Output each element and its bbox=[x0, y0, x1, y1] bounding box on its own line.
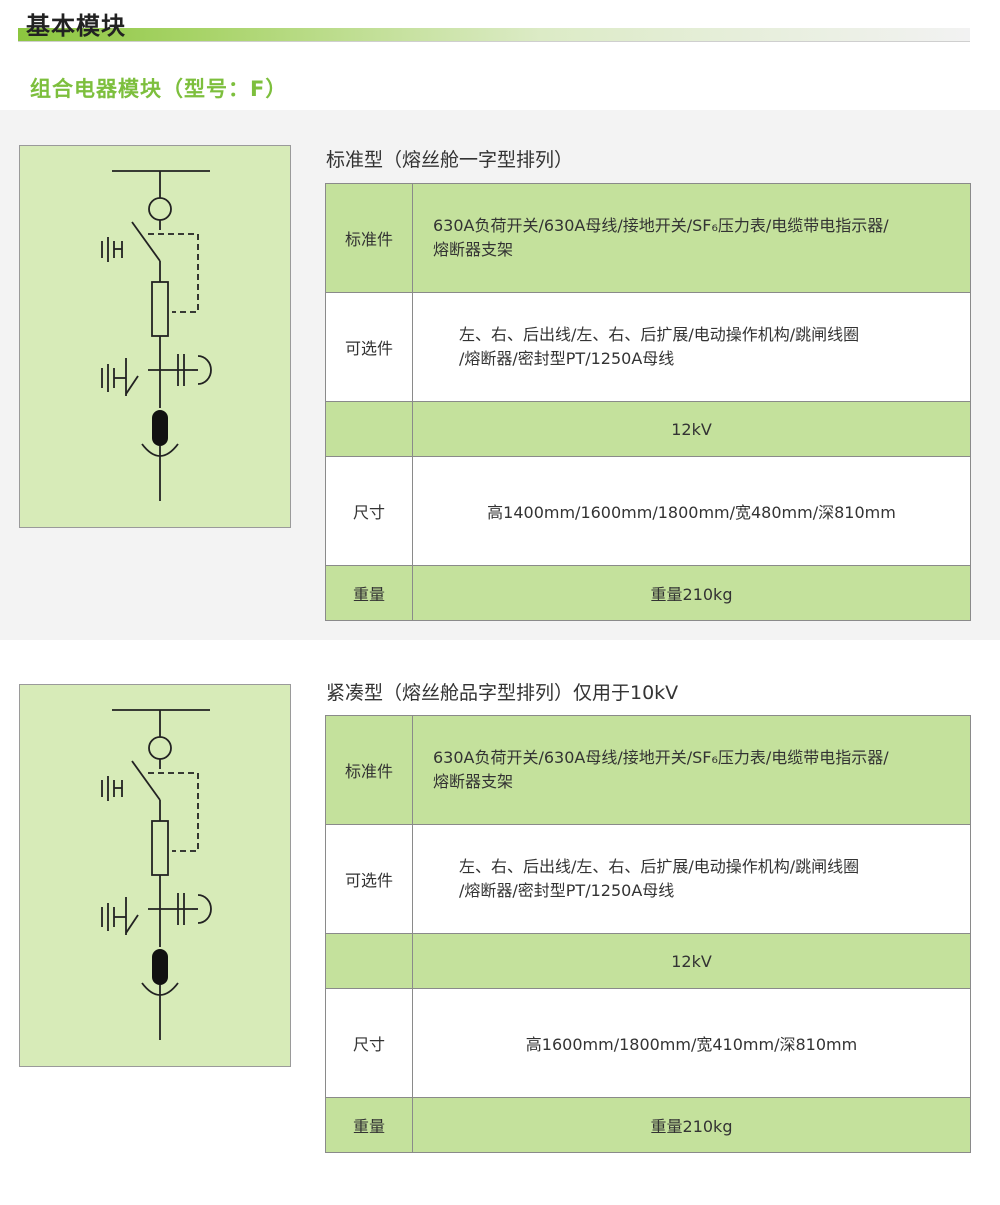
row-value: 左、右、后出线/左、右、后扩展/电动操作机构/跳闸线圈 /熔断器/密封型PT/1… bbox=[412, 824, 971, 934]
section-title: 组合电器模块（型号：F） bbox=[30, 77, 288, 101]
block-title-compact: 紧凑型（熔丝舱品字型排列）仅用于10kV bbox=[326, 682, 679, 704]
value-line: 熔断器支架 bbox=[433, 772, 514, 791]
row-label: 重量 bbox=[325, 1097, 413, 1153]
row-label bbox=[325, 933, 413, 989]
value-line: 左、右、后出线/左、右、后扩展/电动操作机构/跳闸线圈 bbox=[459, 857, 860, 876]
row-value: 高1600mm/1800mm/宽410mm/深810mm bbox=[412, 988, 971, 1098]
row-label: 标准件 bbox=[325, 715, 413, 825]
spec-table-compact: 标准件 630A负荷开关/630A母线/接地开关/SF₆压力表/电缆带电指示器/… bbox=[325, 715, 971, 1153]
spec-table-standard: 标准件 630A负荷开关/630A母线/接地开关/SF₆压力表/电缆带电指示器/… bbox=[325, 183, 971, 621]
block-title-standard: 标准型（熔丝舱一字型排列） bbox=[326, 149, 574, 171]
table-row: 重量 重量210kg bbox=[325, 1097, 971, 1153]
row-value: 630A负荷开关/630A母线/接地开关/SF₆压力表/电缆带电指示器/ 熔断器… bbox=[412, 715, 971, 825]
table-row: 可选件 左、右、后出线/左、右、后扩展/电动操作机构/跳闸线圈 /熔断器/密封型… bbox=[325, 292, 971, 402]
page-title: 基本模块 bbox=[26, 12, 126, 40]
value-line: /熔断器/密封型PT/1250A母线 bbox=[459, 881, 675, 900]
table-row: 标准件 630A负荷开关/630A母线/接地开关/SF₆压力表/电缆带电指示器/… bbox=[325, 715, 971, 825]
row-label: 可选件 bbox=[325, 824, 413, 934]
single-line-diagram-icon bbox=[19, 145, 291, 528]
row-value: 12kV bbox=[412, 933, 971, 989]
table-row: 可选件 左、右、后出线/左、右、后扩展/电动操作机构/跳闸线圈 /熔断器/密封型… bbox=[325, 824, 971, 934]
table-row: 12kV bbox=[325, 401, 971, 457]
single-line-diagram-icon bbox=[19, 684, 291, 1067]
header-accent-strip bbox=[18, 28, 970, 42]
row-value: 630A负荷开关/630A母线/接地开关/SF₆压力表/电缆带电指示器/ 熔断器… bbox=[412, 183, 971, 293]
row-value: 左、右、后出线/左、右、后扩展/电动操作机构/跳闸线圈 /熔断器/密封型PT/1… bbox=[412, 292, 971, 402]
table-row: 12kV bbox=[325, 933, 971, 989]
value-line: 熔断器支架 bbox=[433, 240, 514, 259]
row-value: 高1400mm/1600mm/1800mm/宽480mm/深810mm bbox=[412, 456, 971, 566]
page-header: 基本模块 bbox=[0, 0, 1000, 44]
row-value: 重量210kg bbox=[412, 1097, 971, 1153]
row-label: 尺寸 bbox=[325, 988, 413, 1098]
row-label: 重量 bbox=[325, 565, 413, 621]
table-row: 尺寸 高1600mm/1800mm/宽410mm/深810mm bbox=[325, 988, 971, 1098]
row-label: 尺寸 bbox=[325, 456, 413, 566]
row-value: 重量210kg bbox=[412, 565, 971, 621]
value-line: /熔断器/密封型PT/1250A母线 bbox=[459, 349, 675, 368]
table-row: 尺寸 高1400mm/1600mm/1800mm/宽480mm/深810mm bbox=[325, 456, 971, 566]
value-line: 630A负荷开关/630A母线/接地开关/SF₆压力表/电缆带电指示器/ bbox=[433, 748, 889, 767]
row-value: 12kV bbox=[412, 401, 971, 457]
table-row: 重量 重量210kg bbox=[325, 565, 971, 621]
header-divider bbox=[18, 41, 970, 42]
row-label bbox=[325, 401, 413, 457]
table-row: 标准件 630A负荷开关/630A母线/接地开关/SF₆压力表/电缆带电指示器/… bbox=[325, 183, 971, 293]
value-line: 630A负荷开关/630A母线/接地开关/SF₆压力表/电缆带电指示器/ bbox=[433, 216, 889, 235]
value-line: 左、右、后出线/左、右、后扩展/电动操作机构/跳闸线圈 bbox=[459, 325, 860, 344]
row-label: 标准件 bbox=[325, 183, 413, 293]
row-label: 可选件 bbox=[325, 292, 413, 402]
